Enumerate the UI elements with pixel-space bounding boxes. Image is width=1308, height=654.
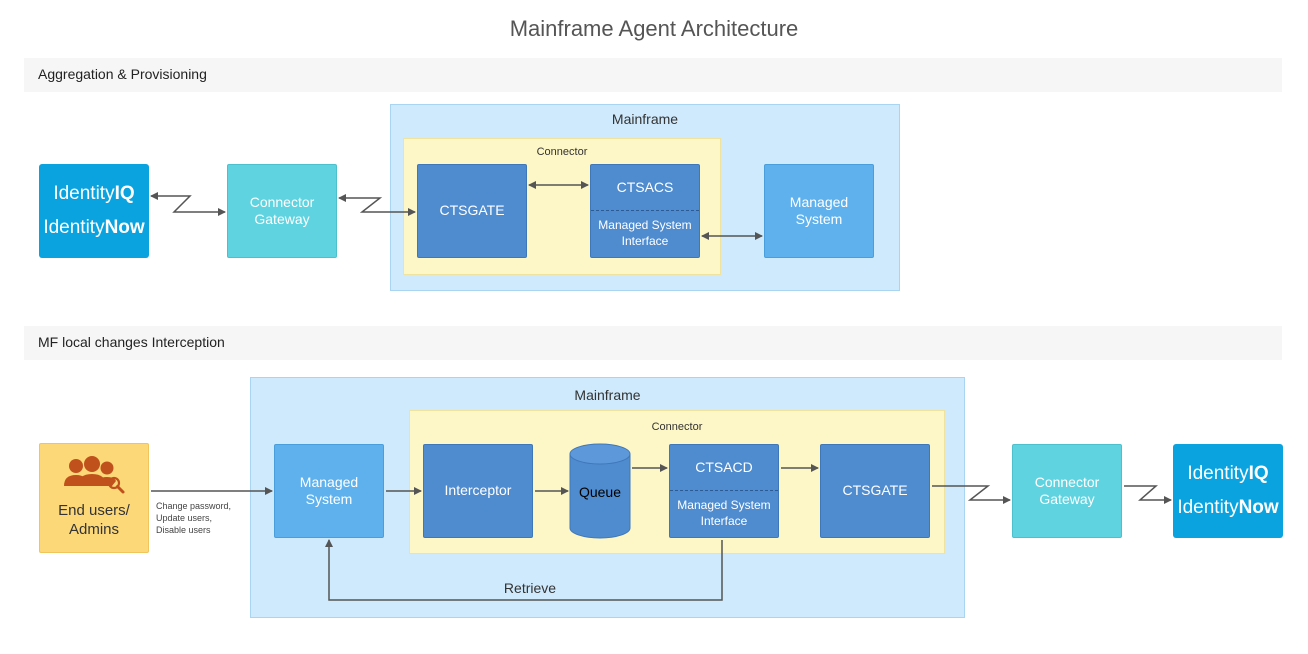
end-users-label: End users/ Admins — [58, 502, 130, 538]
users-icon — [64, 456, 125, 494]
connector-label: Connector — [651, 421, 703, 433]
diagram-title: Mainframe Agent Architecture — [509, 16, 799, 41]
queue-cylinder: Queue — [569, 443, 631, 539]
zigzag-link-gateway-ctsgate — [338, 194, 416, 216]
end-users-box: End users/ Admins — [39, 443, 149, 553]
section-label: MF local changes Interception — [38, 334, 225, 350]
queue-label: Queue — [579, 484, 621, 500]
identity-logo-box: IdentityIQ IdentityNow — [39, 164, 149, 258]
managed-system-box: Managed System — [764, 164, 874, 258]
section-label: Aggregation & Provisioning — [38, 66, 207, 82]
zigzag-link-ctsgate-gateway — [932, 485, 1011, 504]
interceptor-box: Interceptor — [423, 444, 533, 538]
connector-gateway-box: Connector Gateway — [227, 164, 337, 258]
identitynow-logo: IdentityNow — [1177, 497, 1279, 518]
mainframe-label: Mainframe — [574, 387, 641, 403]
section-header-aggregation: Aggregation & Provisioning — [24, 58, 1282, 92]
identitynow-logo: IdentityNow — [43, 217, 145, 238]
ctsacd-box: CTSACD Managed System Interface — [669, 444, 779, 538]
identityiq-logo: IdentityIQ — [1187, 463, 1269, 484]
ctsgate-box: CTSGATE — [417, 164, 527, 258]
managed-system-interface-label: Managed System Interface — [670, 490, 778, 537]
retrieve-loop-arrow — [325, 539, 723, 601]
ctsacs-label: CTSACS — [616, 179, 674, 196]
connector-label: Connector — [536, 146, 588, 158]
section-header-interception: MF local changes Interception — [24, 326, 1282, 360]
identity-logo-box: IdentityIQ IdentityNow — [1173, 444, 1283, 538]
ctsgate-box: CTSGATE — [820, 444, 930, 538]
managed-system-box: Managed System — [274, 444, 384, 538]
change-actions-text: Change password, Update users, Disable u… — [156, 501, 232, 536]
retrieve-label: Retrieve — [503, 580, 557, 596]
zigzag-link-identity-gateway — [150, 192, 226, 216]
identityiq-logo: IdentityIQ — [53, 183, 135, 204]
ctsacs-box: CTSACS Managed System Interface — [590, 164, 700, 258]
managed-system-interface-label: Managed System Interface — [591, 210, 699, 257]
ctsacd-label: CTSACD — [695, 459, 753, 476]
mainframe-label: Mainframe — [611, 111, 679, 127]
zigzag-link-gateway-identity — [1124, 485, 1172, 504]
connector-gateway-box: Connector Gateway — [1012, 444, 1122, 538]
